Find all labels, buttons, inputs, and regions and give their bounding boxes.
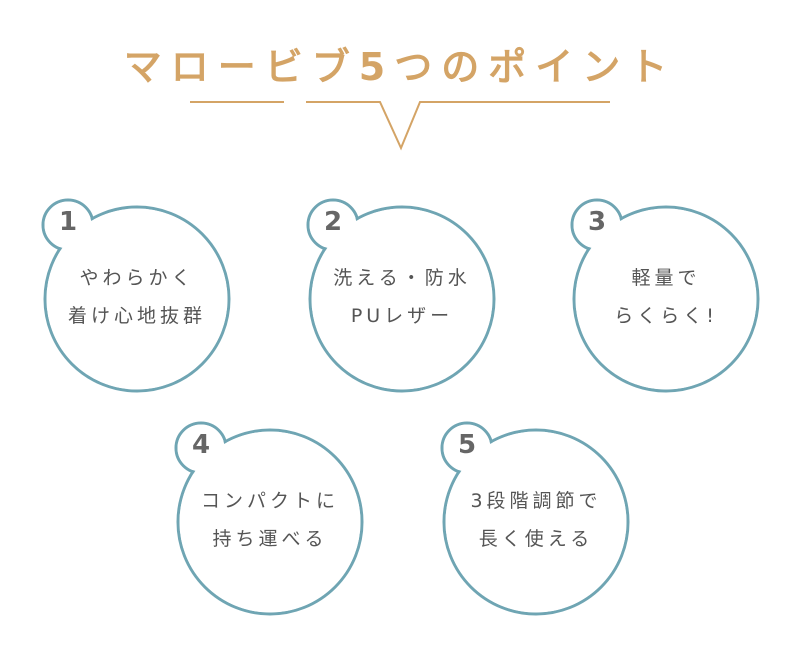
point-circle-outline [308, 205, 496, 393]
point-line2: 着け心地抜群 [67, 305, 206, 327]
point-line1: やわらかく [79, 267, 195, 289]
point-number: 2 [323, 207, 343, 237]
point-circle-fill [445, 431, 627, 613]
point-circle-outline [43, 205, 231, 393]
point-circle-fill [46, 208, 228, 390]
point-line2: らくらく! [614, 305, 718, 327]
point-number: 3 [587, 207, 607, 237]
point-text: コンパクトに 持ち運べる [178, 482, 362, 558]
point-line2: 長く使える [478, 528, 594, 550]
point-line2: PUレザー [350, 305, 454, 327]
page-title: マロービブ5つのポイント [123, 45, 677, 89]
point-circle-fill [575, 208, 757, 390]
point-circle-outline [176, 428, 364, 616]
point-circle-outline [572, 205, 760, 393]
point-line1: 軽量で [631, 267, 701, 289]
point-line1: コンパクトに [200, 490, 339, 512]
point-number: 4 [191, 430, 211, 460]
point-text: 3段階調節で 長く使える [444, 482, 628, 558]
point-circle-fill [311, 208, 493, 390]
point-line1: 洗える・防水 [333, 267, 471, 289]
point-number: 1 [58, 207, 78, 237]
title-divider [190, 101, 610, 151]
point-number: 5 [457, 430, 477, 460]
point-line2: 持ち運べる [212, 528, 328, 550]
point-text: 軽量で らくらく! [574, 259, 758, 335]
point-circle-outline [442, 428, 630, 616]
point-circle-fill [179, 431, 361, 613]
point-text: 洗える・防水 PUレザー [310, 259, 494, 335]
point-text: やわらかく 着け心地抜群 [45, 259, 229, 335]
point-line1: 3段階調節で [470, 490, 602, 512]
